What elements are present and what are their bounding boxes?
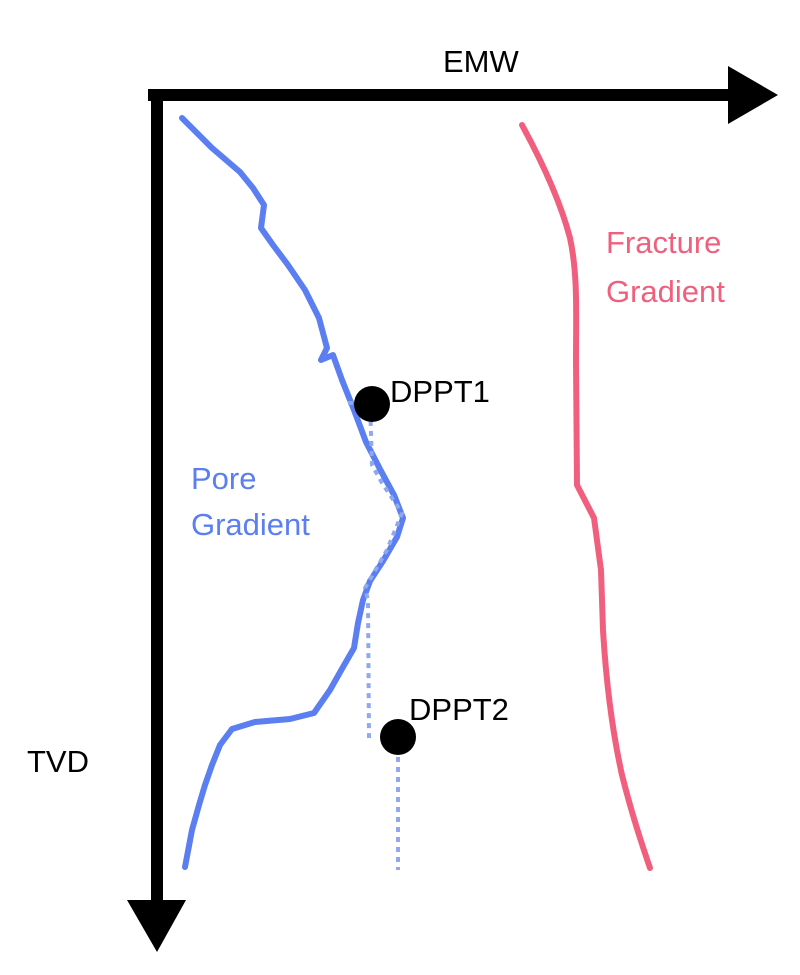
emw-axis-arrowhead: [728, 66, 778, 124]
emw-axis-label: EMW: [443, 44, 520, 79]
axes: [127, 66, 778, 952]
fracture-gradient-curve: [519, 122, 653, 871]
pore-gradient-curve: [179, 115, 406, 870]
dotted-trend-lines: [348, 401, 405, 870]
pore-gradient-label-line1: Pore: [191, 461, 256, 496]
pore-gradient-label-line2: Gradient: [191, 507, 310, 542]
fracture-gradient-label-line2: Gradient: [606, 274, 725, 309]
fracture-gradient-label-line1: Fracture: [606, 225, 721, 260]
dppt1-label: DPPT1: [390, 374, 490, 409]
trend-line-upper: [348, 401, 405, 739]
tvd-axis-arrowhead: [127, 900, 186, 952]
tvd-axis-label: TVD: [27, 744, 89, 779]
dppt2-marker: [380, 719, 416, 755]
dppt2-label: DPPT2: [409, 692, 509, 727]
dppt1-marker: [354, 386, 390, 422]
